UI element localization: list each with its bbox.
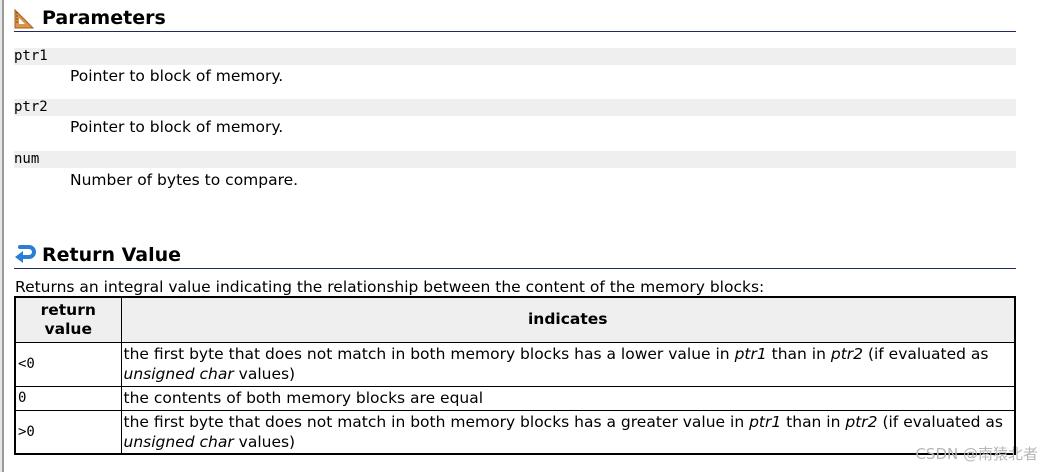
param-desc-num: Number of bytes to compare. bbox=[70, 171, 299, 189]
param-desc-ptr1: Pointer to block of memory. bbox=[70, 67, 284, 85]
type-ref-unsigned-char: unsigned char bbox=[123, 365, 234, 383]
header-return-value: return value bbox=[14, 296, 122, 343]
param-ref-ptr2: ptr2 bbox=[845, 412, 878, 431]
indication-eq0: the contents of both memory blocks are e… bbox=[120, 385, 1016, 411]
table-row: <0 the first byte that does not match in… bbox=[14, 341, 1016, 387]
param-ref-ptr1: ptr1 bbox=[749, 412, 782, 431]
param-ref-ptr2: ptr2 bbox=[830, 345, 864, 363]
parameters-title: Parameters bbox=[42, 7, 166, 29]
table-row: 0 the contents of both memory blocks are… bbox=[14, 385, 1016, 411]
return-arrow-icon bbox=[14, 244, 36, 266]
return-value-intro: Returns an integral value indicating the… bbox=[15, 278, 765, 296]
parameters-heading: Parameters bbox=[14, 6, 1016, 32]
return-value-table: return value indicates <0 the first byte… bbox=[14, 296, 1016, 455]
indication-text: than in bbox=[766, 345, 831, 363]
watermark: CSDN @南猿北者 bbox=[915, 445, 1038, 463]
indication-lt0: the first byte that does not match in bo… bbox=[120, 341, 1016, 387]
return-value-title: Return Value bbox=[42, 244, 182, 266]
indication-text: (if evaluated as bbox=[877, 412, 1003, 431]
param-ref-ptr1: ptr1 bbox=[734, 345, 767, 363]
return-code-eq0: 0 bbox=[14, 385, 122, 411]
type-ref-unsigned-char: unsigned char bbox=[123, 432, 234, 451]
indication-text: the first byte that does not match in bo… bbox=[123, 412, 750, 431]
indication-text: values) bbox=[233, 365, 296, 383]
indication-text: values) bbox=[233, 432, 296, 451]
param-name-ptr1: ptr1 bbox=[14, 48, 1016, 65]
left-border bbox=[0, 0, 6, 472]
set-square-icon bbox=[14, 7, 36, 29]
param-desc-ptr2: Pointer to block of memory. bbox=[70, 118, 284, 136]
param-name-num: num bbox=[14, 151, 1016, 168]
indication-text: the first byte that does not match in bo… bbox=[123, 345, 735, 363]
return-code-lt0: <0 bbox=[14, 341, 122, 387]
indication-text: than in bbox=[781, 412, 846, 431]
param-name-ptr2: ptr2 bbox=[14, 99, 1016, 116]
header-indicates: indicates bbox=[120, 296, 1016, 343]
indication-text: the contents of both memory blocks are e… bbox=[123, 389, 484, 407]
return-value-heading: Return Value bbox=[14, 243, 1016, 269]
indication-gt0: the first byte that does not match in bo… bbox=[120, 409, 1016, 455]
indication-text: (if evaluated as bbox=[863, 345, 989, 363]
table-row: >0 the first byte that does not match in… bbox=[14, 409, 1016, 455]
return-code-gt0: >0 bbox=[14, 409, 122, 455]
